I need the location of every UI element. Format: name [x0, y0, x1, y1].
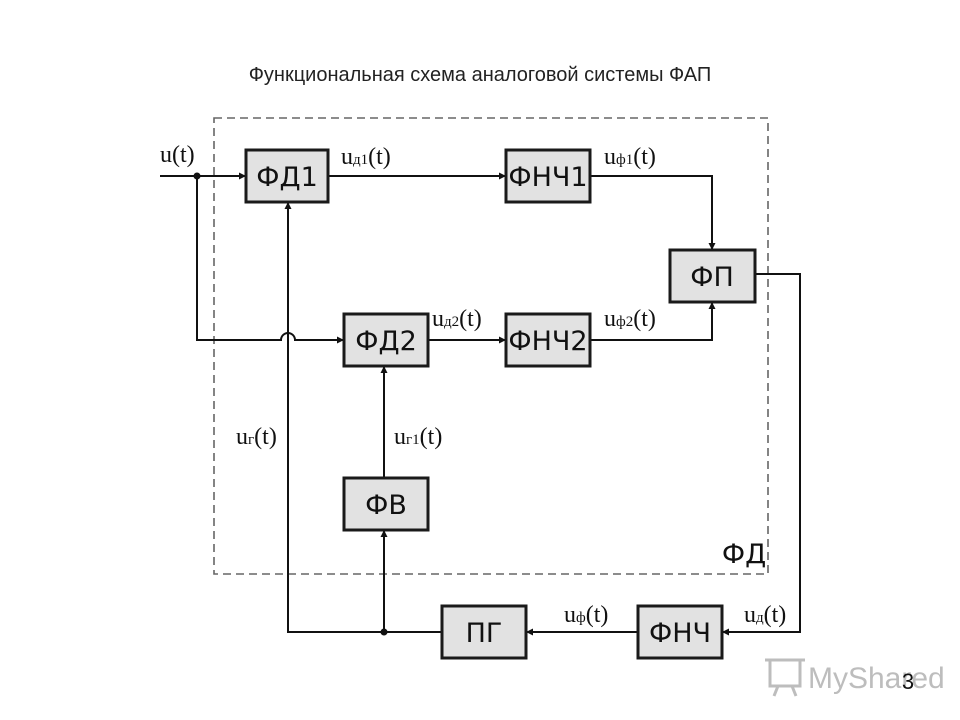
signal-label-ud2: uд2(t)	[432, 306, 482, 332]
signal-wires	[160, 172, 801, 636]
pg-output-junction-dot	[380, 628, 388, 636]
block-pg: ПГ	[440, 604, 528, 660]
input-junction-dot	[193, 172, 201, 180]
block-fnch2: ФНЧ2	[504, 312, 592, 368]
block-fp: ФП	[668, 248, 757, 304]
signal-label-ud1: uд1(t)	[341, 144, 391, 170]
signal-label-uf: uф(t)	[564, 602, 608, 628]
wire-fnch2-to-fp	[590, 302, 716, 341]
block-fd1: ФД1	[244, 148, 330, 204]
block-fnch2-label: ФНЧ2	[508, 326, 587, 357]
page-number: 3	[902, 669, 914, 694]
block-fnch: ФНЧ	[636, 604, 724, 660]
signal-label-u: u(t)	[160, 142, 195, 168]
signal-label-ug: uг(t)	[236, 424, 277, 450]
signal-label-ud: uд(t)	[744, 602, 786, 628]
block-fd2-label: ФД2	[355, 326, 417, 357]
block-fd1-label: ФД1	[256, 162, 318, 193]
wire-fnch1-to-fp	[590, 175, 716, 250]
watermark-text: MyShared	[808, 662, 945, 695]
diagram-title: Функциональная схема аналоговой системы …	[248, 64, 712, 86]
block-fv: ФВ	[342, 476, 430, 532]
block-fp-label: ФП	[690, 262, 734, 293]
block-fnch-label: ФНЧ	[649, 618, 711, 649]
block-fd2: ФД2	[342, 312, 430, 368]
block-fnch1-label: ФНЧ1	[508, 162, 587, 193]
wire-input-to-fd2	[196, 176, 344, 344]
signal-label-ug1: uг1(t)	[394, 424, 442, 450]
signal-label-uf1: uф1(t)	[604, 144, 656, 170]
block-fv-label: ФВ	[365, 490, 407, 521]
block-fnch1: ФНЧ1	[504, 148, 592, 204]
watermark-presentation-icon	[765, 658, 805, 697]
phase-detector-frame-label: ФД	[722, 539, 766, 570]
signal-label-uf2: uф2(t)	[604, 306, 656, 332]
wire-fp-to-fnch	[722, 273, 801, 636]
watermark-logo: MyShared	[765, 658, 945, 697]
block-pg-label: ПГ	[466, 618, 503, 649]
phase-detector-frame	[213, 117, 769, 575]
wire-pg-to-fd1-line	[287, 202, 442, 633]
